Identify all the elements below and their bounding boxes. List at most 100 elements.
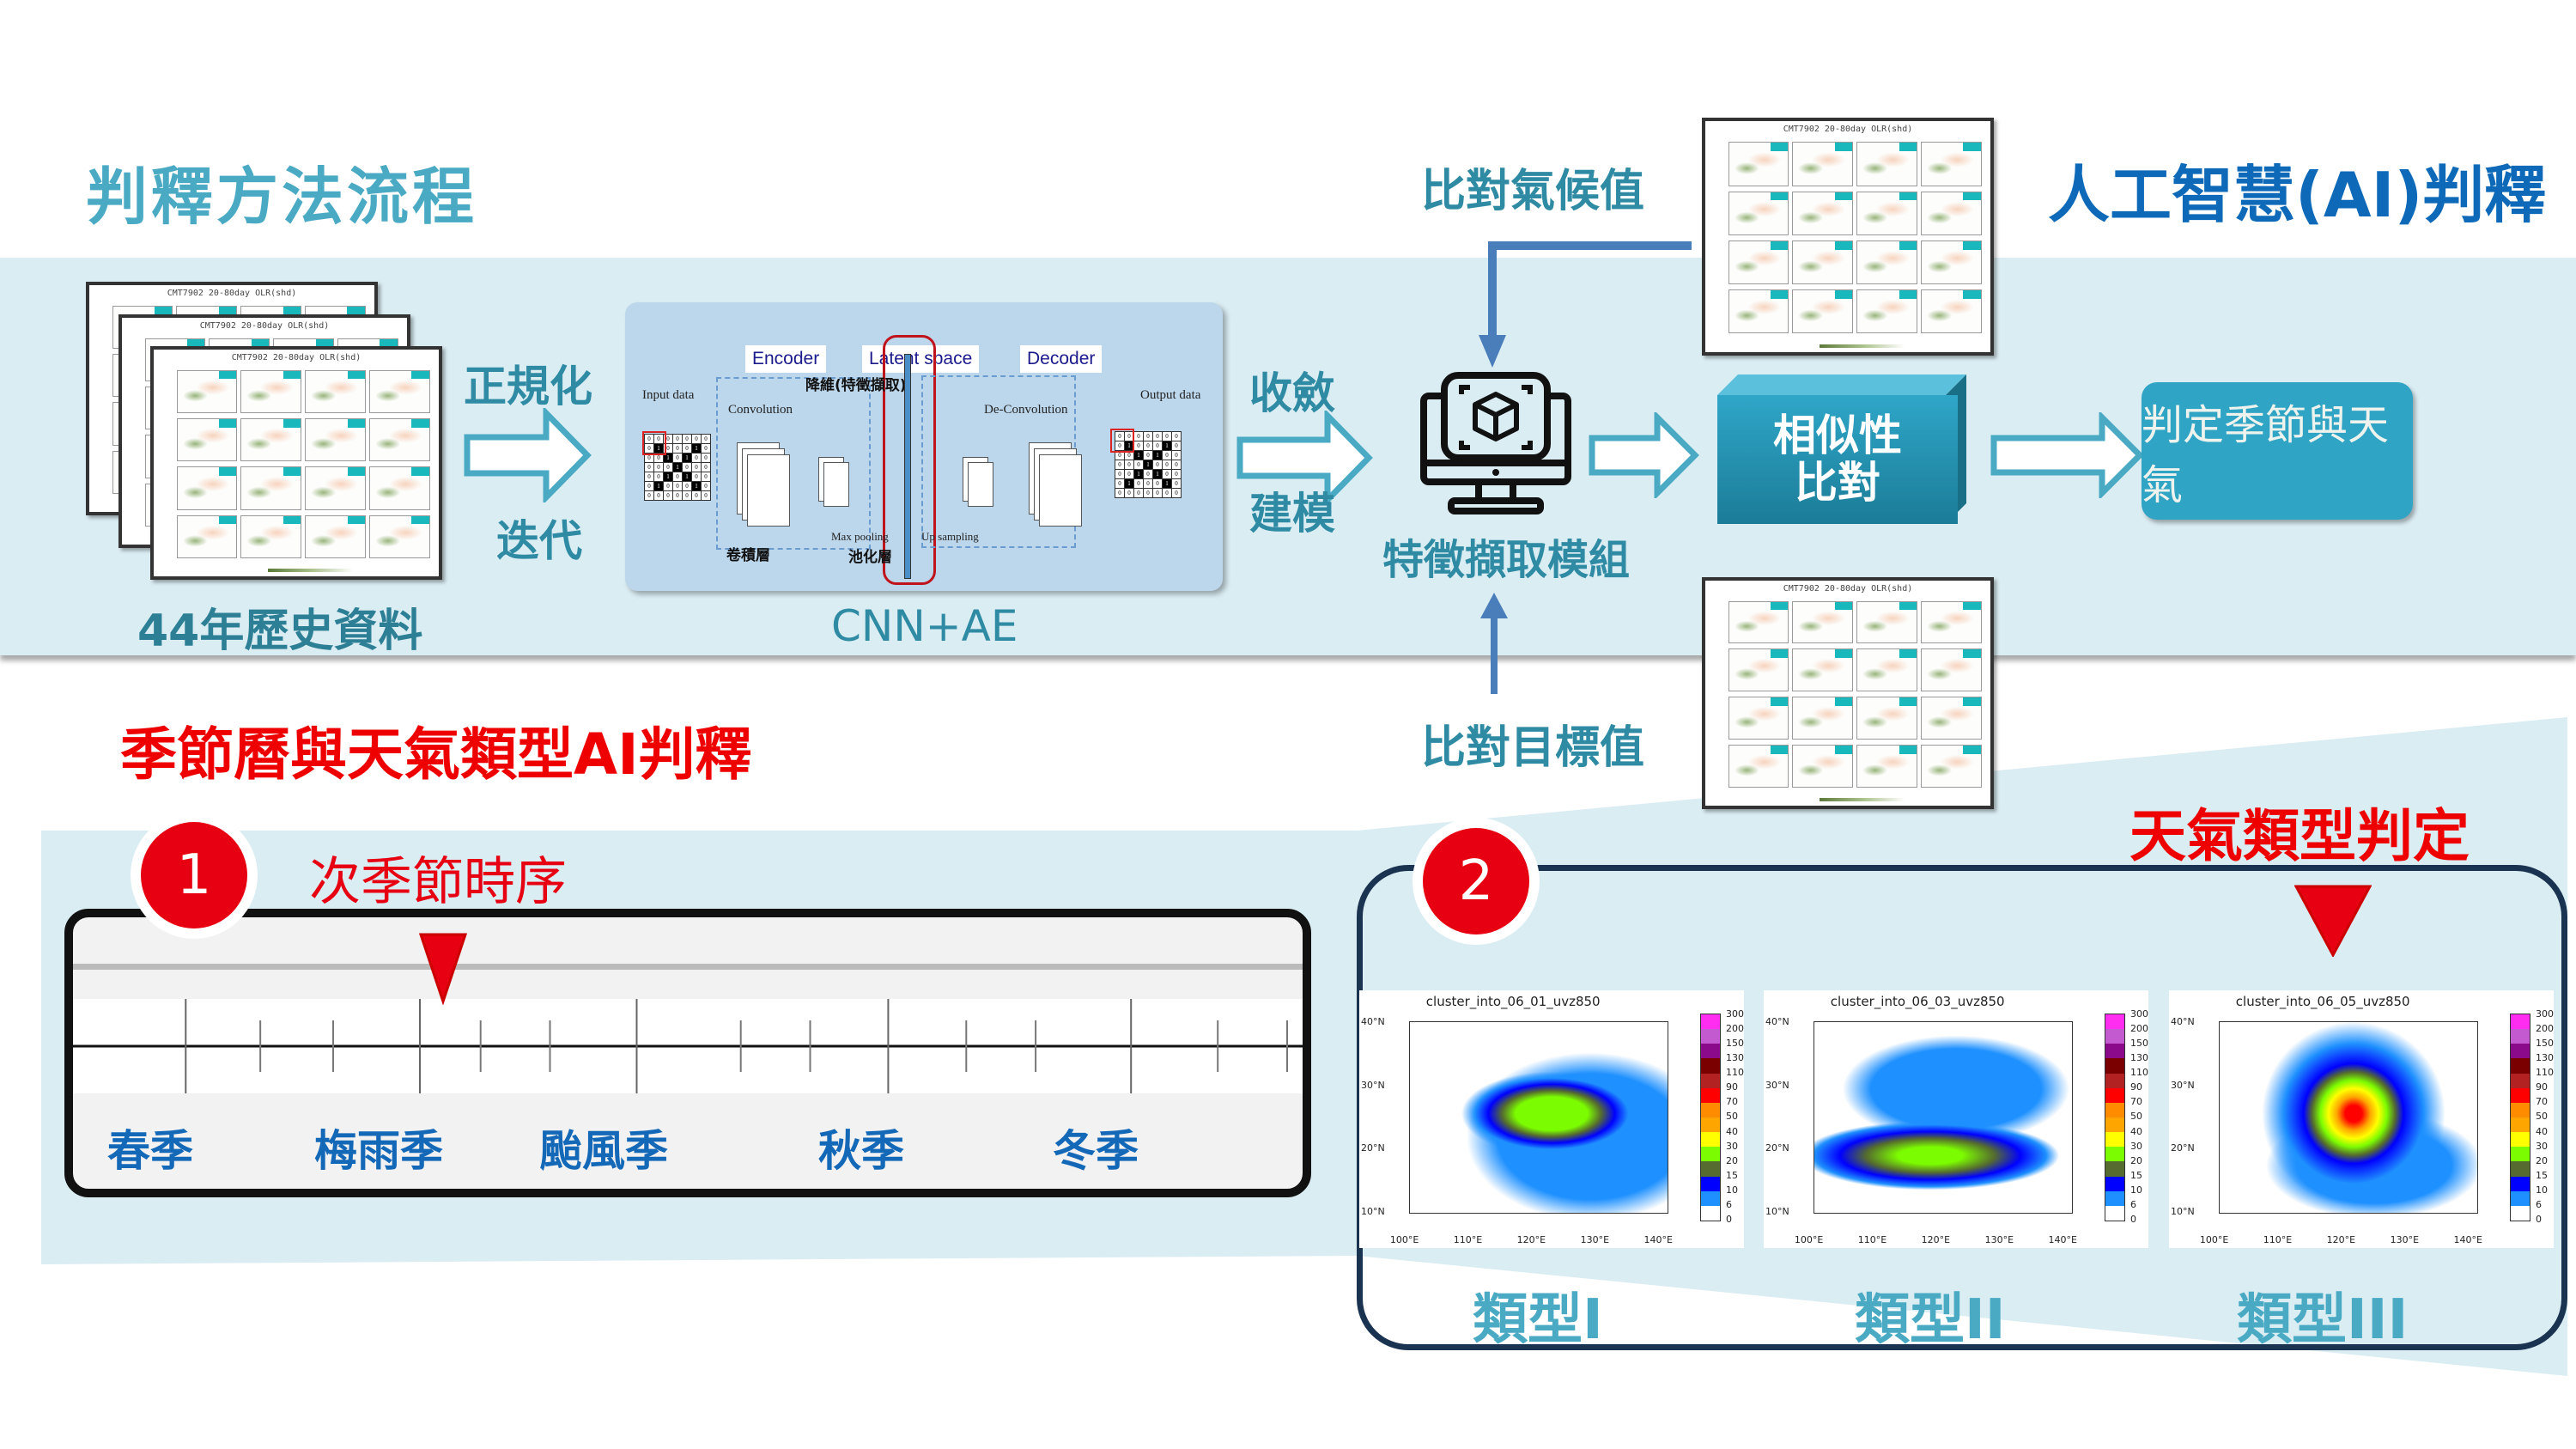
colorbar-swatch [2510, 1161, 2530, 1177]
season-timeline [64, 909, 1311, 1197]
matrix-cell: 0 [692, 435, 701, 443]
data-sheet-front: CMT7902 20-80day OLR(shd) [150, 346, 442, 580]
colorbar-tick: 300 [1726, 1008, 1744, 1020]
lat-tick: 20°N [2171, 1142, 2195, 1154]
colorbar-swatch [2105, 1102, 2125, 1117]
matrix-cell: 1 [664, 454, 672, 462]
colorbar-tick: 150 [2536, 1038, 2554, 1050]
type-1-label[interactable]: 類型I [1473, 1288, 1603, 1352]
matrix-cell: 0 [1144, 489, 1152, 497]
colorbar-tick: 300 [2536, 1008, 2554, 1020]
season-winter[interactable]: 冬季 [1053, 1126, 1139, 1176]
colorbar [2104, 1014, 2126, 1221]
colorbar-swatch [1700, 1147, 1721, 1162]
season-autumn[interactable]: 秋季 [818, 1126, 904, 1176]
upsampling-label: Up sampling [921, 530, 979, 543]
matrix-cell: 0 [702, 491, 710, 500]
matrix-cell: 0 [654, 435, 663, 443]
colorbar-swatch [2105, 1014, 2125, 1030]
arrow-up-icon [1480, 593, 1508, 694]
colorbar-swatch [2510, 1102, 2530, 1117]
colorbar-swatch [2510, 1176, 2530, 1191]
matrix-cell: 0 [645, 491, 653, 500]
matrix-cell: 0 [1153, 432, 1162, 441]
matrix-cell: 0 [683, 463, 691, 472]
matrix-cell: 0 [673, 435, 682, 443]
arrow-right-icon [1990, 412, 2144, 498]
colorbar-swatch [2510, 1014, 2530, 1030]
matrix-cell: 0 [1134, 479, 1143, 488]
matrix-cell: 0 [1153, 460, 1162, 469]
season-plum-rain[interactable]: 梅雨季 [314, 1126, 443, 1176]
matrix-cell: 0 [1115, 479, 1124, 488]
colorbar-tick: 10 [2130, 1184, 2142, 1196]
colorbar-swatch [2105, 1176, 2125, 1191]
type-3-label[interactable]: 類型III [2237, 1288, 2409, 1352]
colorbar-swatch [2510, 1044, 2530, 1059]
arrow-down-connector-icon [1479, 241, 1692, 368]
matrix-cell: 0 [1172, 441, 1181, 450]
season-marker-icon[interactable] [419, 933, 467, 1005]
matrix-cell: 0 [1172, 470, 1181, 478]
feature-module-label: 特徵擷取模組 [1382, 536, 1631, 584]
matrix-cell: 0 [1115, 460, 1124, 469]
colorbar-tick: 130 [2130, 1052, 2148, 1064]
pool-map [823, 462, 849, 507]
matrix-cell: 0 [683, 482, 691, 490]
matrix-cell: 0 [1172, 479, 1181, 488]
colorbar-tick: 300 [2130, 1008, 2148, 1020]
lon-tick: 110°E [1453, 1234, 1483, 1245]
matrix-cell: 0 [1163, 432, 1171, 441]
ai-title: 人工智慧(AI)判釋 [2048, 159, 2547, 231]
matrix-cell: 0 [1125, 489, 1133, 497]
matrix-cell: 0 [664, 491, 672, 500]
colorbar-swatch [2105, 1147, 2125, 1162]
conv-map [747, 454, 790, 527]
matrix-cell: 0 [673, 491, 682, 500]
lat-tick: 40°N [1361, 1016, 1385, 1027]
matrix-cell: 0 [702, 463, 710, 472]
lon-tick: 110°E [1857, 1234, 1887, 1245]
colorbar-tick: 200 [1726, 1023, 1744, 1035]
colorbar-swatch [2105, 1117, 2125, 1133]
colorbar-tick: 110 [2536, 1067, 2554, 1079]
lat-tick: 40°N [1765, 1016, 1789, 1027]
colorbar-tick: 50 [2130, 1111, 2142, 1123]
similarity-line1: 相似性 [1773, 411, 1902, 460]
lat-tick: 30°N [1765, 1079, 1789, 1091]
matrix-cell: 0 [673, 454, 682, 462]
type-2-label[interactable]: 類型II [1855, 1288, 2006, 1352]
latent-vector [904, 354, 911, 579]
colorbar-tick: 15 [2130, 1169, 2142, 1181]
season-spring[interactable]: 春季 [107, 1126, 193, 1176]
season-typhoon[interactable]: 颱風季 [539, 1126, 668, 1176]
matrix-cell: 0 [1115, 489, 1124, 497]
timeline-track [73, 964, 1303, 970]
matrix-cell: 1 [654, 482, 663, 490]
matrix-cell: 0 [1115, 441, 1124, 450]
matrix-cell: 1 [1163, 479, 1171, 488]
iterate-label: 迭代 [496, 516, 582, 566]
matrix-cell: 0 [1172, 432, 1181, 441]
colorbar-tick: 0 [2130, 1213, 2136, 1225]
lon-tick: 140°E [2453, 1234, 2482, 1245]
map-title: cluster_into_06_05_uvz850 [2235, 994, 2410, 1009]
colorbar-swatch [1700, 1176, 1721, 1191]
colorbar-tick: 20 [1726, 1154, 1738, 1166]
lon-tick: 100°E [2199, 1234, 2229, 1245]
matrix-cell: 1 [654, 444, 663, 453]
precip-plot [1814, 1021, 2074, 1214]
arrow-right-icon [1589, 412, 1699, 498]
colorbar-tick: 150 [2130, 1038, 2148, 1050]
colorbar-swatch [1700, 1058, 1721, 1074]
target-sheet: CMT7902 20-80day OLR(shd) [1702, 577, 1994, 809]
map-title: cluster_into_06_03_uvz850 [1830, 994, 2005, 1009]
lon-tick: 120°E [1921, 1234, 1951, 1245]
colorbar-tick: 90 [1726, 1081, 1738, 1093]
similarity-line2: 比對 [1795, 458, 1880, 508]
